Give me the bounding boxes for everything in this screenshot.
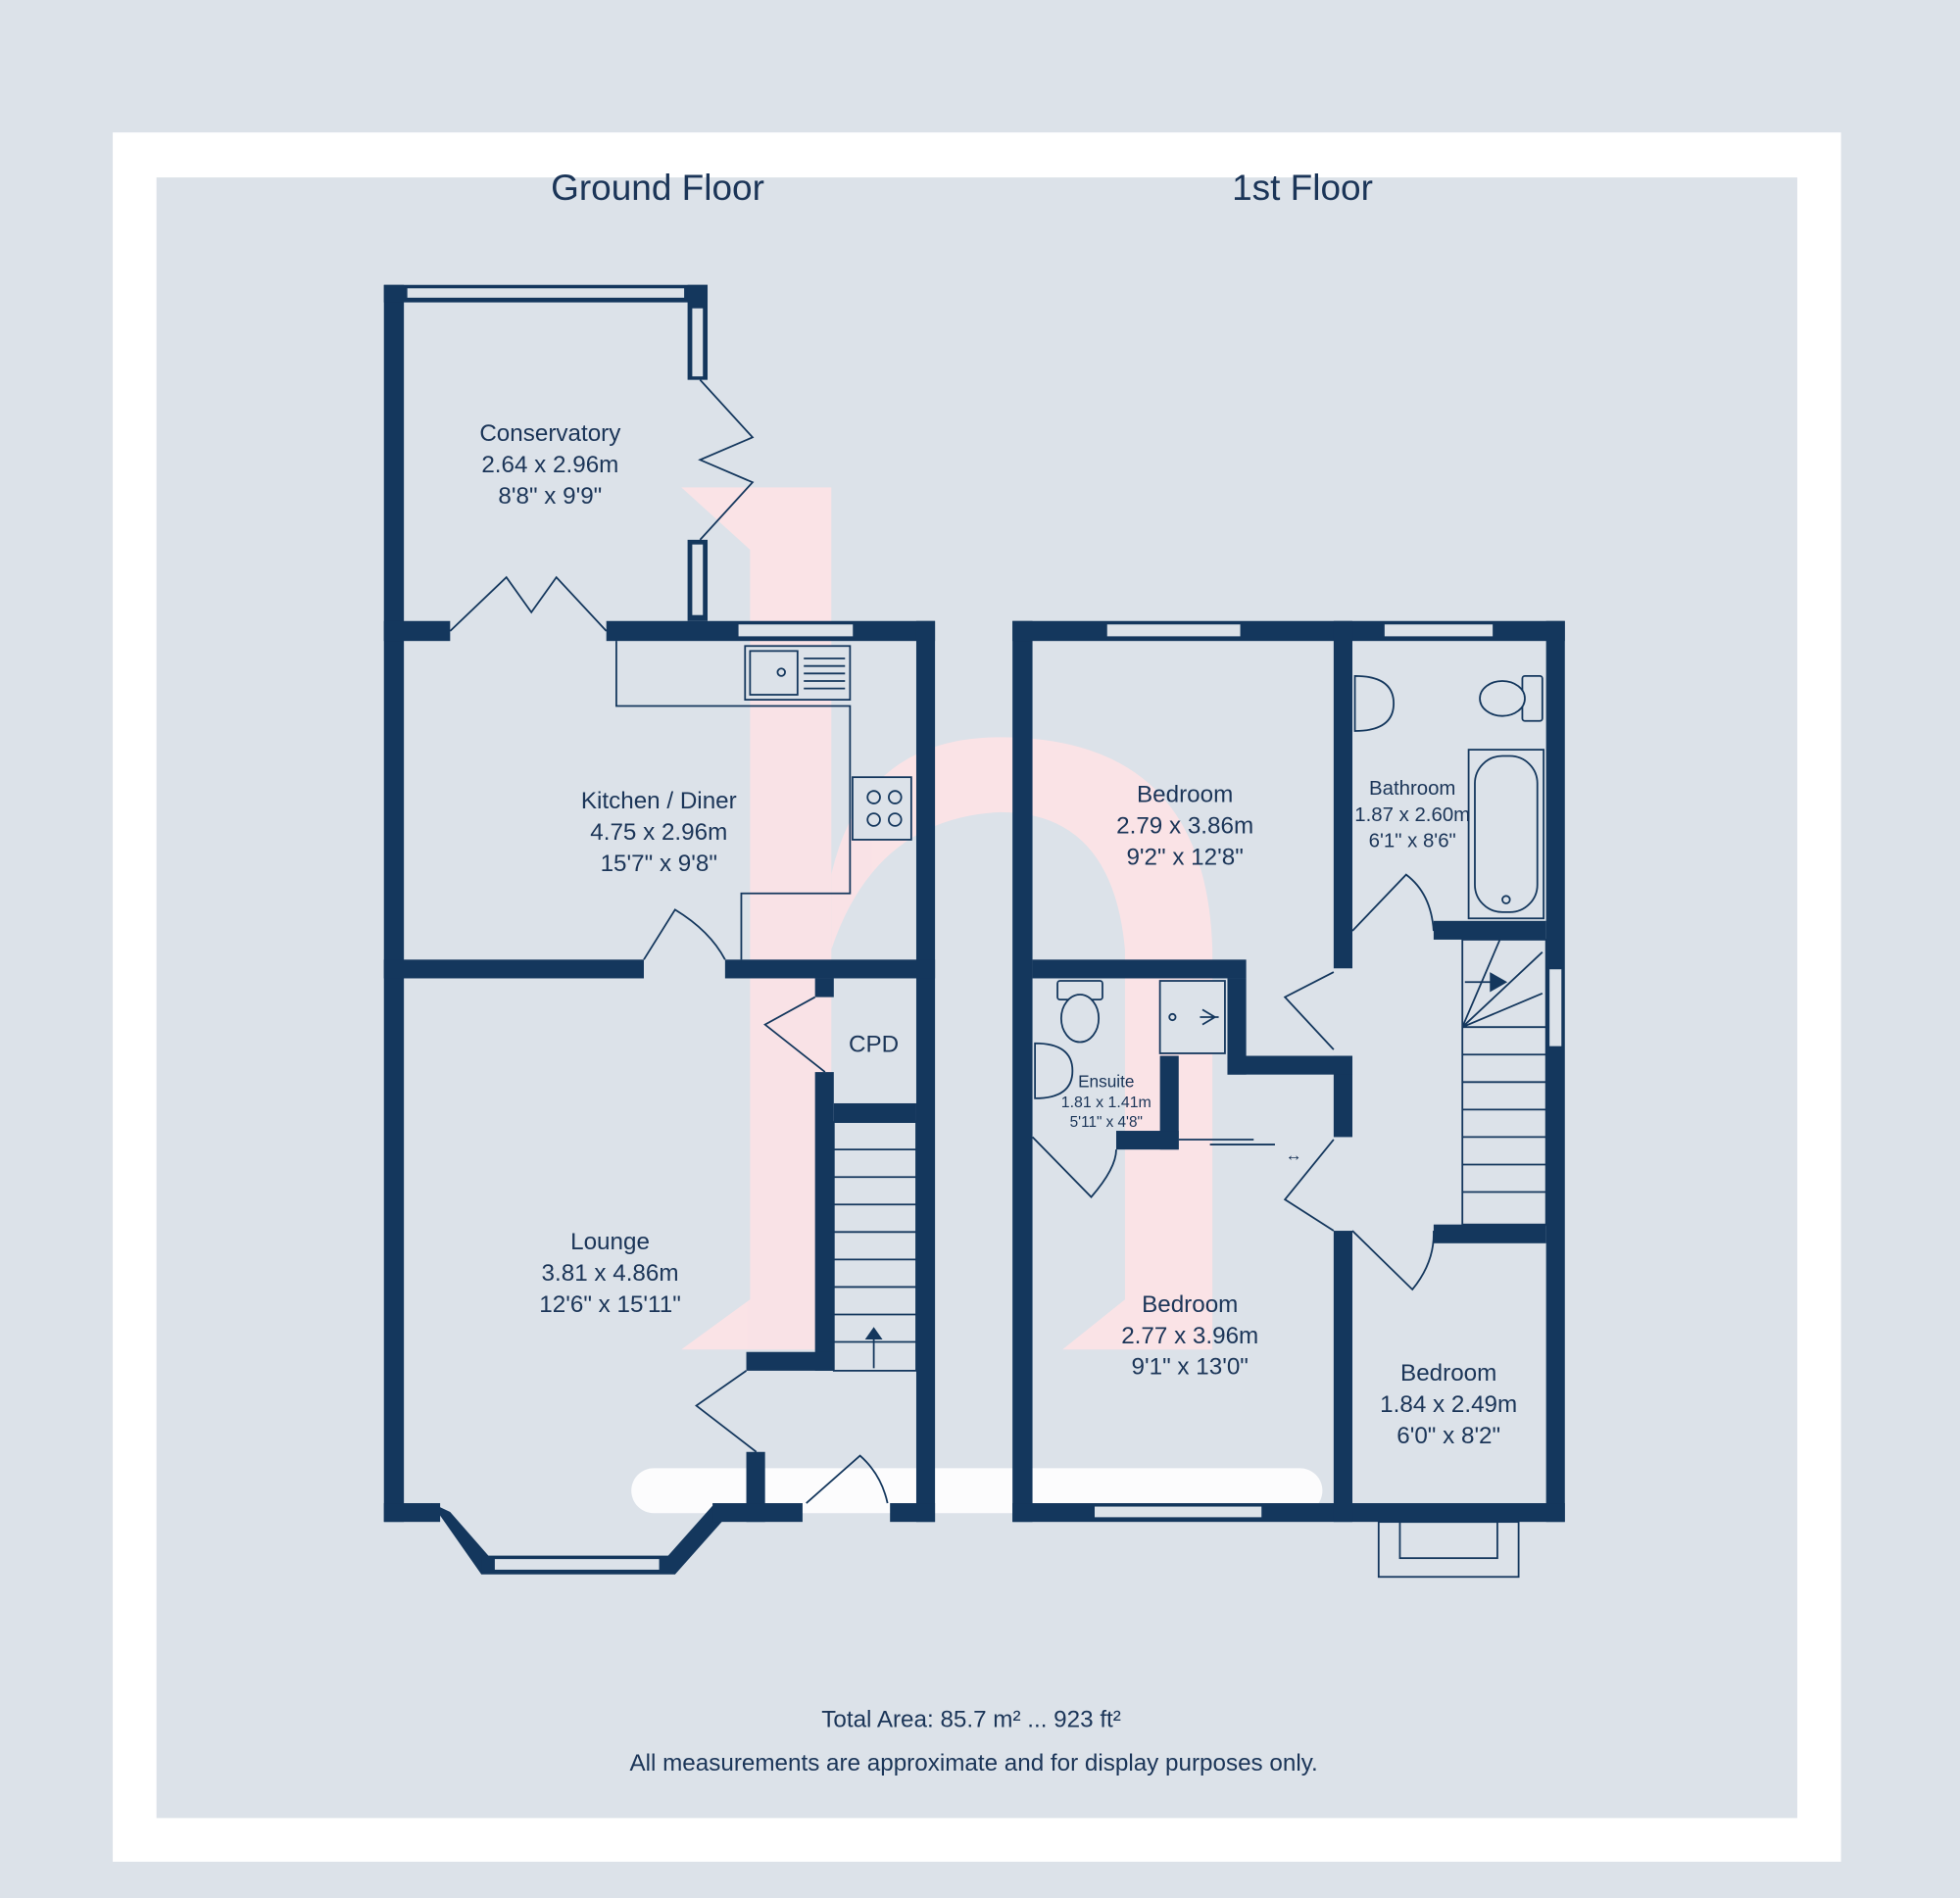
svg-text:1.81 x 1.41m: 1.81 x 1.41m [1061, 1095, 1152, 1111]
svg-text:Conservatory: Conservatory [479, 420, 621, 447]
svg-text:4.75 x 2.96m: 4.75 x 2.96m [590, 819, 727, 846]
basin-icon [1353, 674, 1395, 732]
room-label-lounge: Lounge 3.81 x 4.86m 12'6" x 15'11" [539, 1229, 680, 1318]
svg-text:6'1" x 8'6": 6'1" x 8'6" [1369, 831, 1456, 852]
svg-text:Kitchen / Diner: Kitchen / Diner [581, 788, 737, 814]
room-label-kitchen: Kitchen / Diner 4.75 x 2.96m 15'7" x 9'8… [581, 788, 737, 877]
ground-floor-fixtures [449, 379, 917, 1504]
svg-text:Bedroom: Bedroom [1137, 782, 1233, 808]
first-floor-walls [1012, 620, 1565, 1579]
hob-icon [852, 776, 912, 841]
room-label-cpd: CPD [849, 1032, 899, 1058]
svg-text:3.81 x 4.86m: 3.81 x 4.86m [542, 1260, 679, 1287]
svg-text:Lounge: Lounge [570, 1229, 650, 1255]
toilet-icon [1056, 674, 1544, 1044]
room-label-bathroom: Bathroom 1.87 x 2.60m 6'1" x 8'6" [1354, 778, 1470, 852]
svg-text:Bedroom: Bedroom [1142, 1291, 1238, 1318]
ground-floor-walls [383, 284, 936, 1575]
room-label-bedroom-1: Bedroom 2.79 x 3.86m 9'2" x 12'8" [1116, 782, 1253, 871]
svg-text:9'1" x 13'0": 9'1" x 13'0" [1132, 1354, 1249, 1381]
svg-text:Bedroom: Bedroom [1400, 1360, 1496, 1387]
room-label-bedroom-3: Bedroom 1.84 x 2.49m 6'0" x 8'2" [1380, 1360, 1517, 1449]
svg-text:9'2" x 12'8": 9'2" x 12'8" [1126, 844, 1243, 870]
svg-text:2.77 x 3.96m: 2.77 x 3.96m [1121, 1323, 1258, 1349]
svg-text:5'11" x 4'8": 5'11" x 4'8" [1070, 1114, 1143, 1131]
svg-text:↔: ↔ [1285, 1145, 1301, 1165]
first-stairs-icon [1461, 939, 1547, 1226]
watermark-logo [631, 487, 1323, 1514]
svg-text:12'6" x 15'11": 12'6" x 15'11" [539, 1291, 680, 1318]
svg-text:1.87 x 2.60m: 1.87 x 2.60m [1354, 804, 1470, 826]
svg-text:6'0" x 8'2": 6'0" x 8'2" [1396, 1423, 1500, 1449]
room-label-ensuite: Ensuite 1.81 x 1.41m 5'11" x 4'8" [1061, 1071, 1152, 1131]
svg-text:2.64 x 2.96m: 2.64 x 2.96m [481, 452, 618, 478]
svg-text:2.79 x 3.86m: 2.79 x 3.86m [1116, 813, 1253, 840]
first-floor-title: 1st Floor [1232, 168, 1373, 208]
first-floor-fixtures: ↔ [1031, 674, 1547, 1291]
svg-text:Ensuite: Ensuite [1078, 1071, 1134, 1091]
shower-icon [1158, 980, 1226, 1054]
total-area: Total Area: 85.7 m² ... 923 ft² [821, 1706, 1121, 1732]
svg-text:1.84 x 2.49m: 1.84 x 2.49m [1380, 1391, 1517, 1418]
disclaimer: All measurements are approximate and for… [629, 1750, 1317, 1776]
svg-text:8'8" x 9'9": 8'8" x 9'9" [498, 483, 602, 510]
svg-text:Bathroom: Bathroom [1369, 778, 1455, 800]
ground-stairs-icon [832, 1121, 917, 1372]
bath-icon [1467, 749, 1544, 920]
room-label-bedroom-2: Bedroom 2.77 x 3.96m 9'1" x 13'0" [1121, 1291, 1258, 1381]
room-label-conservatory: Conservatory 2.64 x 2.96m 8'8" x 9'9" [479, 420, 621, 510]
ground-floor-title: Ground Floor [551, 168, 764, 208]
svg-text:15'7" x 9'8": 15'7" x 9'8" [601, 851, 717, 877]
